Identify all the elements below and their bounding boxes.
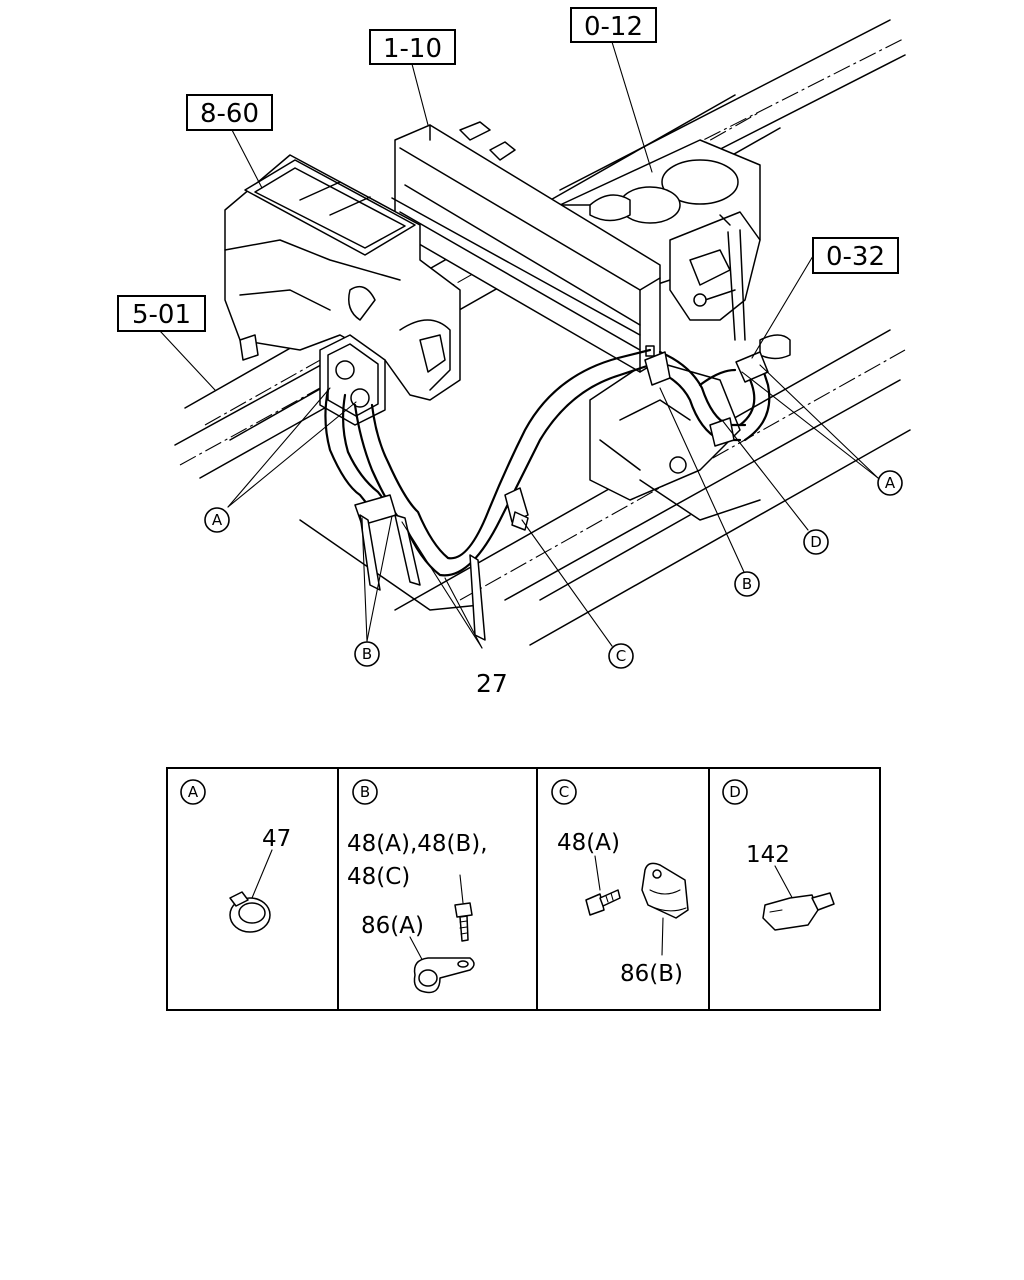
- marker-letter: B: [362, 645, 372, 663]
- part-number-27[interactable]: 27: [401, 521, 508, 698]
- callout-0-32[interactable]: 0-32: [751, 237, 899, 359]
- callout-label: 0-12: [584, 12, 643, 42]
- callout-8-60[interactable]: 8-60: [186, 94, 273, 189]
- svg-text:D: D: [729, 783, 741, 801]
- heater-unit: [224, 154, 461, 401]
- detail-part-label: 48(A): [557, 830, 620, 856]
- detail-marker-c: C: [551, 779, 577, 805]
- detail-cell-c: C 48(A) 86(B): [551, 779, 689, 987]
- svg-text:C: C: [559, 783, 569, 801]
- detail-table: A 47 B 48(A),48(B), 48(C) 86(A): [166, 767, 881, 1011]
- callout-0-12[interactable]: 0-12: [570, 7, 657, 173]
- callout-label: 1-10: [383, 34, 442, 64]
- radiator-core: [391, 121, 661, 373]
- bolt-icon: [454, 902, 473, 942]
- marker-letter: C: [616, 647, 626, 665]
- part-number-label: 27: [476, 669, 508, 698]
- detail-cell-b: B 48(A),48(B), 48(C) 86(A): [347, 779, 488, 994]
- p-clip-icon: [413, 957, 475, 994]
- marker-a-right[interactable]: A: [741, 364, 903, 496]
- callout-label: 8-60: [200, 99, 259, 129]
- detail-cell-d: D 142: [722, 779, 835, 931]
- marker-letter: B: [742, 575, 752, 593]
- marker-d[interactable]: D: [721, 419, 829, 555]
- detail-part-label: 86(A): [361, 913, 424, 939]
- detail-part-label: 48(A),48(B),: [347, 831, 488, 857]
- detail-cell-a: A 47: [180, 779, 291, 933]
- heater-hose-27: [324, 348, 771, 641]
- engine-block: [559, 139, 791, 521]
- marker-letter: D: [810, 533, 822, 551]
- mounting-bracket-icon: [641, 862, 689, 919]
- detail-marker-d: D: [722, 779, 748, 805]
- callout-label: 0-32: [826, 242, 885, 272]
- detail-marker-b: B: [352, 779, 378, 805]
- detail-part-label: 48(C): [347, 864, 410, 890]
- detail-part-label: 47: [262, 826, 291, 852]
- svg-text:B: B: [360, 783, 370, 801]
- marker-letter: A: [885, 474, 896, 492]
- marker-c[interactable]: C: [521, 519, 634, 669]
- detail-marker-a: A: [180, 779, 206, 805]
- hose-clip-icon: [762, 892, 835, 931]
- hose-clamp-icon: [229, 891, 271, 933]
- callout-label: 5-01: [132, 300, 191, 330]
- detail-part-label: 142: [746, 842, 790, 868]
- marker-b-left[interactable]: B: [354, 515, 393, 667]
- callout-5-01[interactable]: 5-01: [117, 295, 216, 391]
- marker-b-right[interactable]: B: [659, 387, 760, 597]
- bolt-icon: [585, 889, 621, 916]
- callout-1-10[interactable]: 1-10: [369, 29, 456, 126]
- svg-text:A: A: [188, 783, 199, 801]
- marker-a-left[interactable]: A: [204, 387, 357, 533]
- marker-letter: A: [212, 511, 223, 529]
- detail-part-label: 86(B): [620, 961, 683, 987]
